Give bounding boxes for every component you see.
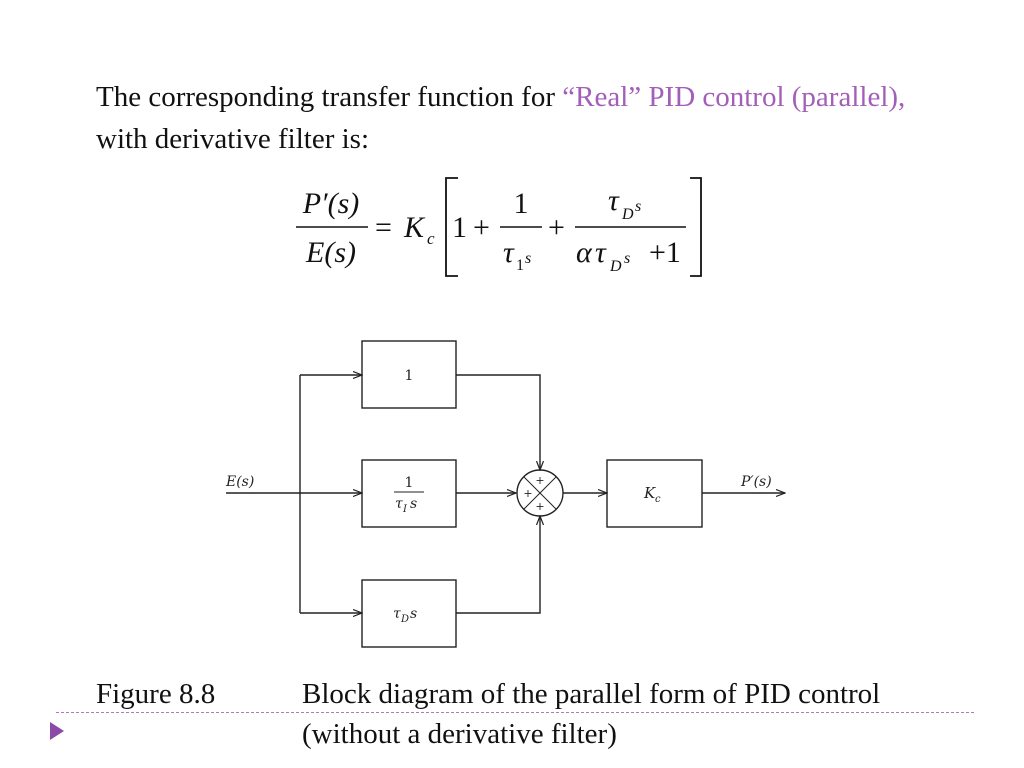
gain-symbol: K bbox=[403, 211, 426, 244]
denominator-s: s bbox=[624, 250, 630, 267]
integral-numerator: 1 bbox=[514, 187, 529, 220]
gain-subscript: c bbox=[427, 229, 435, 248]
i-block-s: s bbox=[410, 496, 417, 512]
plus-sign-2: + bbox=[548, 211, 565, 244]
derivative-tau-subscript: D bbox=[621, 206, 634, 223]
derivative-s: s bbox=[635, 198, 641, 215]
integral-tau: τ bbox=[503, 236, 515, 269]
d-output-line bbox=[456, 516, 540, 614]
integral-tau-subscript: 1 bbox=[516, 257, 524, 274]
sum-sign-bottom: + bbox=[535, 500, 544, 513]
p-output-line bbox=[456, 374, 540, 470]
i-block-subscript: I bbox=[402, 504, 408, 515]
left-bracket bbox=[445, 177, 458, 277]
integral-s: s bbox=[525, 250, 531, 267]
d-block-tau: τ bbox=[393, 606, 401, 622]
intro-paragraph: The corresponding transfer function for … bbox=[96, 76, 956, 160]
figure-number: Figure 8.8 bbox=[96, 678, 216, 710]
i-block-numerator: 1 bbox=[405, 475, 414, 491]
gain-block-subscript: c bbox=[655, 494, 661, 505]
right-bracket bbox=[690, 177, 702, 277]
equals-sign: = bbox=[375, 211, 392, 244]
intro-highlight: “Real” PID control (parallel), bbox=[562, 81, 906, 113]
sum-sign-left: + bbox=[523, 487, 532, 500]
d-block-s: s bbox=[410, 606, 417, 622]
figure-caption-text: Block diagram of the parallel form of PI… bbox=[302, 678, 881, 750]
i-block-tau: τ bbox=[395, 496, 403, 512]
slide-divider bbox=[56, 712, 974, 713]
pid-block-diagram bbox=[226, 340, 785, 648]
input-label: E(s) bbox=[225, 474, 254, 490]
junction-cross-2 bbox=[523, 476, 557, 510]
lhs-numerator: P′(s) bbox=[302, 187, 360, 220]
denominator-tau-subscript: D bbox=[609, 258, 622, 275]
integral-block bbox=[361, 459, 457, 528]
intro-text-end: with derivative filter is: bbox=[96, 123, 370, 155]
plus-sign-1: + bbox=[473, 211, 490, 244]
derivative-tau: τ bbox=[608, 184, 620, 217]
lhs-denominator: E(s) bbox=[305, 236, 356, 269]
one-term: 1 bbox=[452, 211, 467, 244]
output-label: P′(s) bbox=[740, 474, 772, 490]
p-block-label: 1 bbox=[405, 368, 414, 384]
denominator-tau: τ bbox=[595, 236, 607, 269]
sum-sign-top: + bbox=[535, 474, 544, 487]
gain-block-symbol: K bbox=[643, 484, 656, 502]
alpha-symbol: α bbox=[576, 236, 593, 269]
bullet-arrow-icon bbox=[50, 722, 64, 740]
intro-text: The corresponding transfer function for bbox=[96, 81, 563, 113]
d-block-subscript: D bbox=[400, 614, 409, 625]
denominator-plus-one: +1 bbox=[649, 236, 681, 269]
